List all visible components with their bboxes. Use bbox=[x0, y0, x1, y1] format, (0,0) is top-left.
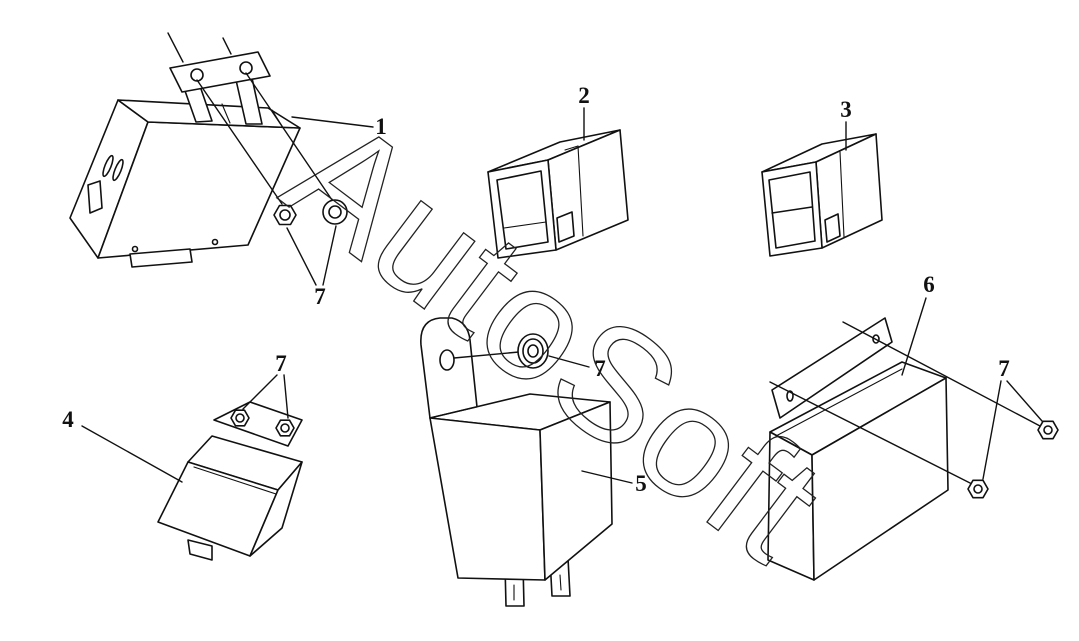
connector-divider bbox=[503, 221, 547, 229]
connector-recess bbox=[87, 180, 103, 214]
vent-slot bbox=[102, 154, 114, 178]
relay-rim bbox=[775, 368, 903, 437]
connector-step bbox=[564, 145, 579, 151]
vent-slot bbox=[112, 158, 124, 182]
callout-4: 4 bbox=[62, 407, 74, 432]
connector-opening bbox=[496, 170, 549, 250]
bottom-tab bbox=[129, 248, 193, 268]
relay-front-face bbox=[429, 417, 546, 581]
leader-line-5 bbox=[581, 470, 633, 484]
relay-bracket bbox=[771, 317, 893, 419]
hex-nut-bore bbox=[280, 423, 290, 433]
bracket-fold bbox=[429, 406, 478, 419]
leader-line-1 bbox=[291, 116, 374, 128]
bolt-line bbox=[453, 351, 520, 359]
hex-nut-bore bbox=[973, 484, 983, 494]
flange-nut-bore bbox=[527, 344, 539, 358]
callout-2: 2 bbox=[578, 83, 590, 108]
top-ridge bbox=[221, 103, 231, 124]
hex-nut-bore bbox=[279, 209, 291, 221]
leader-line-7 bbox=[322, 225, 337, 286]
leader-line-7 bbox=[1006, 380, 1043, 422]
connector-step bbox=[577, 145, 584, 237]
leader-line-6 bbox=[901, 297, 927, 376]
leader-line-7 bbox=[548, 355, 590, 368]
hex-nut-bore bbox=[1043, 425, 1053, 435]
connector-divider bbox=[771, 206, 813, 214]
bolt-line bbox=[245, 72, 333, 201]
bolt-line bbox=[196, 79, 283, 205]
relay-bottom-tab bbox=[187, 539, 213, 561]
part-6-relay bbox=[767, 317, 1059, 581]
mount-hole bbox=[131, 245, 139, 253]
part-5-flasher-relay bbox=[420, 317, 613, 607]
part-4-relay bbox=[157, 401, 303, 561]
connector-step bbox=[839, 151, 845, 238]
bolt-line bbox=[769, 381, 973, 485]
callout-1: 1 bbox=[375, 114, 387, 139]
leader-line-7 bbox=[982, 380, 1002, 480]
leader-line-7 bbox=[286, 227, 317, 286]
callout-7-part5: 7 bbox=[594, 356, 606, 381]
callout-6: 6 bbox=[923, 272, 935, 297]
callout-7-part6: 7 bbox=[998, 356, 1010, 381]
relay-side-face bbox=[811, 377, 949, 581]
leader-line-7 bbox=[242, 374, 278, 410]
leader-line-7 bbox=[283, 374, 289, 419]
hex-nut-bore bbox=[235, 413, 245, 423]
callout-labels: 1 2 3 4 5 6 7 7 7 7 bbox=[62, 83, 1010, 496]
connector-latch bbox=[556, 211, 575, 243]
bracket-hole bbox=[239, 61, 253, 75]
connector-latch bbox=[824, 213, 841, 243]
wire bbox=[222, 37, 232, 55]
washer-bore bbox=[328, 205, 342, 219]
relay-rim bbox=[193, 466, 277, 495]
terminal-slot bbox=[559, 574, 562, 591]
bracket-hole bbox=[190, 68, 204, 82]
relay-side-face bbox=[539, 401, 613, 581]
callout-5: 5 bbox=[635, 471, 647, 496]
bolt-line bbox=[842, 321, 1041, 427]
callout-3: 3 bbox=[840, 97, 852, 122]
leader-lines bbox=[81, 107, 1043, 484]
bracket-hole bbox=[439, 349, 455, 371]
callout-7-part1: 7 bbox=[314, 284, 326, 309]
callout-7-part4: 7 bbox=[275, 351, 287, 376]
part-3-connector bbox=[761, 133, 883, 257]
leader-line-4 bbox=[81, 425, 183, 483]
mount-hole bbox=[211, 238, 219, 246]
part-2-connector bbox=[487, 129, 629, 259]
wire bbox=[167, 32, 184, 63]
part-1-control-unit bbox=[69, 32, 348, 268]
relay-side-face bbox=[249, 461, 303, 557]
